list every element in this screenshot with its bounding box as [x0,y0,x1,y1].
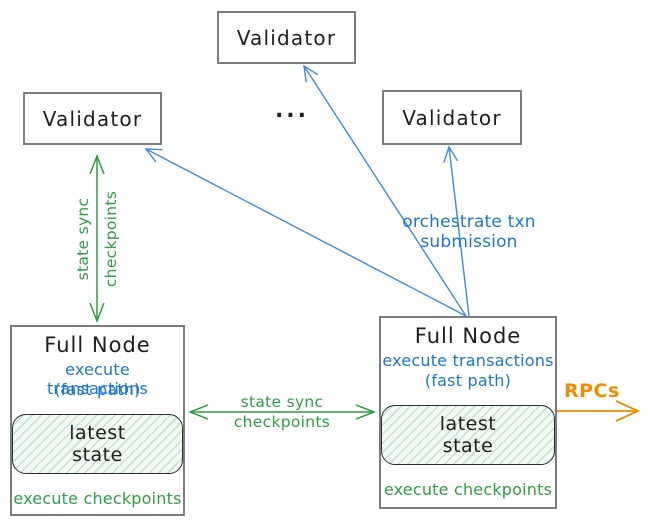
state-sync-vertical-label: state sync checkpoints [74,154,120,324]
full-node-right-fast-path-label: (fast path) [424,371,512,390]
full-node-right-execute-transactions-label: execute transactions [382,351,554,370]
validator-right-label: Validator [402,105,502,130]
full-node-right-box: Full Node execute transactions (fast pat… [379,316,557,509]
state-sync-horizontal-line1: state sync [240,393,324,411]
validator-top-label: Validator [236,25,337,50]
full-node-left-title: Full Node [44,333,151,357]
state-sync-horizontal-line2: checkpoints [233,413,331,431]
state-sync-vertical-line2: checkpoints [102,190,120,288]
full-node-left-box: Full Node execute transactions (fast pat… [10,325,185,516]
orchestrate-txn-submission-label: orchestrate txn submission [402,212,536,252]
latest-state-box-right: latest state [381,405,555,465]
validator-left-box: Validator [23,92,162,145]
full-node-left-fast-path-label: (fast path) [54,380,141,399]
arrow-fullnode-to-validator-right [449,147,470,317]
arrow-fullnode-to-validator-left [146,149,467,317]
full-node-left-execute-checkpoints-label: execute checkpoints [13,489,182,508]
latest-state-left-line2: state [72,444,123,466]
full-node-right-title: Full Node [414,324,522,348]
state-sync-horizontal-label: state sync checkpoints [192,394,372,431]
validator-top-box: Validator [217,11,356,64]
validators-ellipsis: ... [274,98,310,123]
arrow-fullnode-to-validator-top [304,66,467,317]
full-node-right-execute-checkpoints-label: execute checkpoints [383,480,553,499]
rpcs-label: RPCs [564,380,620,402]
full-node-left-execute-transactions-label: execute transactions [46,360,149,398]
state-sync-vertical-line1: state sync [74,197,92,281]
latest-state-right-line2: state [442,435,494,457]
latest-state-box-left: latest state [12,414,183,474]
validator-left-label: Validator [42,106,143,131]
latest-state-left-line1: latest [69,422,126,444]
latest-state-right-line1: latest [439,413,497,435]
validator-right-box: Validator [382,90,522,145]
